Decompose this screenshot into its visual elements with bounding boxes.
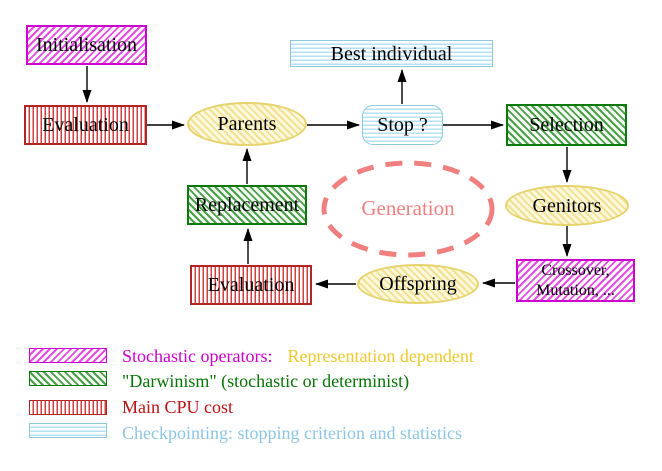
- node-stop-label: Stop ?: [377, 114, 428, 136]
- node-evaluation-bottom: Evaluation: [190, 265, 312, 305]
- node-replacement-label: Replacement: [194, 194, 300, 216]
- legend-text-stochastic-operators: Stochastic operators: Representation depe…: [122, 346, 474, 367]
- node-initialisation: Initialisation: [26, 25, 147, 65]
- node-genitors-label: Genitors: [532, 194, 602, 217]
- legend-text-darwinism: "Darwinism" (stochastic or determinist): [122, 371, 410, 391]
- legend-swatch-darwinism: [29, 371, 107, 386]
- legend-text-checkpointing: Checkpointing: stopping criterion and st…: [122, 423, 462, 443]
- node-evaluation-top-label: Evaluation: [42, 114, 129, 136]
- node-genitors: Genitors: [505, 185, 629, 226]
- legend-label-stochastic: Stochastic operators:: [122, 346, 273, 366]
- node-selection-label: Selection: [529, 114, 604, 136]
- node-initialisation-label: Initialisation: [35, 34, 138, 56]
- flow-arrows: [82, 66, 572, 289]
- node-evaluation-bottom-label: Evaluation: [207, 274, 295, 296]
- generation-label: Generation: [361, 196, 455, 220]
- node-best-individual-label: Best individual: [330, 42, 453, 65]
- legend-text-cpu-cost: Main CPU cost: [122, 397, 234, 417]
- node-selection: Selection: [506, 104, 627, 146]
- node-crossover-mutation-label: Crossover, Mutation, ...: [536, 261, 615, 301]
- node-evaluation-top: Evaluation: [24, 105, 147, 145]
- node-offspring-label: Offspring: [379, 273, 457, 295]
- node-offspring: Offspring: [357, 264, 479, 304]
- node-replacement: Replacement: [187, 185, 307, 225]
- node-crossover-mutation: Crossover, Mutation, ...: [516, 259, 635, 302]
- legend-label-representation: Representation dependent: [287, 346, 474, 366]
- legend-swatch-checkpointing: [29, 423, 107, 438]
- crossover-line1: Crossover,: [541, 261, 610, 279]
- node-parents: Parents: [187, 102, 307, 146]
- node-parents-label: Parents: [217, 113, 277, 135]
- node-stop: Stop ?: [362, 105, 443, 145]
- legend-swatch-cpu-cost: [29, 400, 107, 415]
- node-best-individual: Best individual: [290, 40, 493, 67]
- crossover-line2: Mutation, ...: [536, 281, 615, 299]
- legend-swatch-stochastic-operators: [29, 348, 107, 363]
